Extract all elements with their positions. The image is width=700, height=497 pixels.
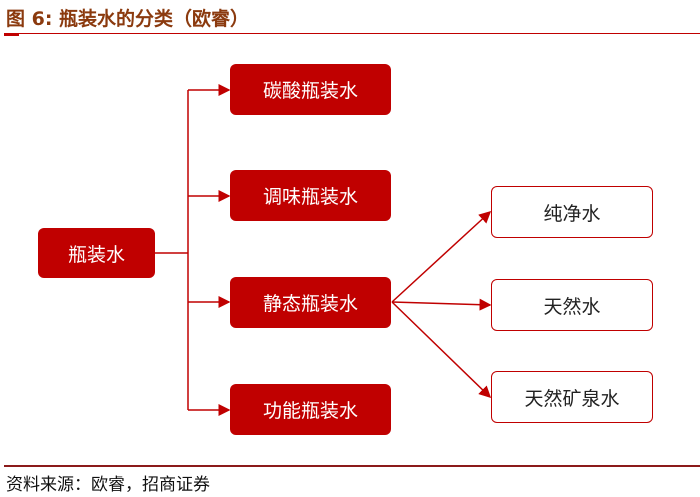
node-bottled-water: 瓶装水 xyxy=(38,228,155,278)
node-functional: 功能瓶装水 xyxy=(230,384,391,435)
node-purified: 纯净水 xyxy=(491,186,653,238)
node-natural: 天然水 xyxy=(491,279,653,331)
node-flavored: 调味瓶装水 xyxy=(230,170,391,221)
node-natural-mineral: 天然矿泉水 xyxy=(491,371,653,423)
arrow-natural xyxy=(391,298,492,311)
node-carbonated: 碳酸瓶装水 xyxy=(230,64,391,115)
arrow-mineral xyxy=(391,301,492,399)
title-divider xyxy=(4,33,700,34)
node-still: 静态瓶装水 xyxy=(230,277,391,328)
arrow-purified xyxy=(391,210,492,303)
figure-title: 图 6: 瓶装水的分类（欧睿） xyxy=(6,8,250,30)
title-accent xyxy=(4,33,19,36)
footer-divider xyxy=(4,465,700,467)
source-note: 资料来源：欧睿，招商证券 xyxy=(6,475,210,495)
